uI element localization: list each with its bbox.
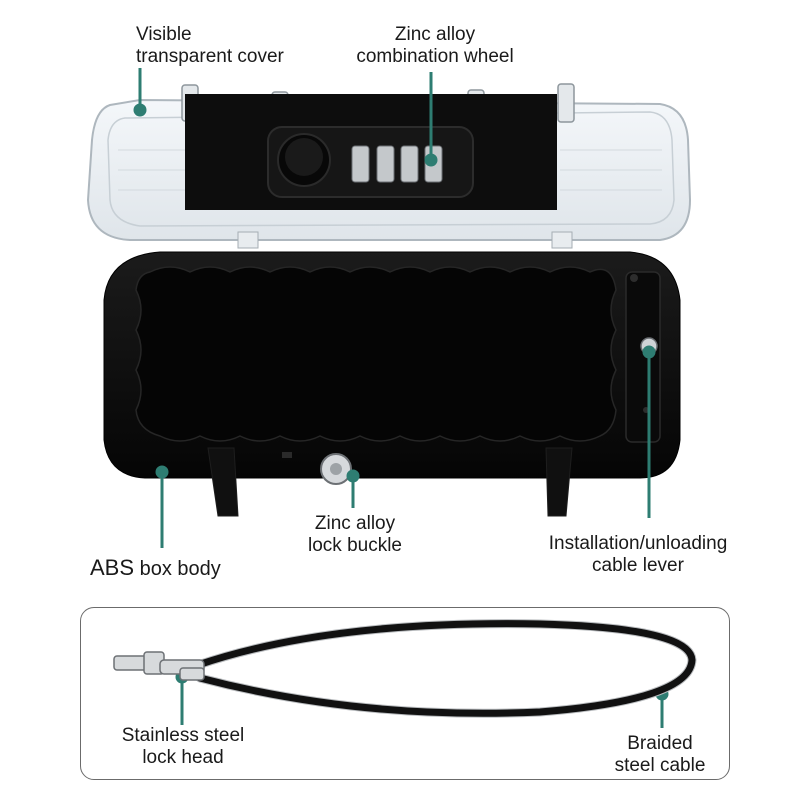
cable-panel bbox=[80, 607, 730, 780]
combination-lock-plate bbox=[185, 94, 557, 210]
braided-steel-cable bbox=[193, 619, 697, 718]
label-combination-wheel: Zinc alloy combination wheel bbox=[356, 24, 514, 67]
label-abs-box-body: ABS box body bbox=[90, 555, 221, 581]
leader-lines bbox=[133, 68, 669, 728]
label-transparent-cover: Visible transparent cover bbox=[136, 24, 284, 67]
combination-wheel bbox=[376, 145, 395, 183]
combination-wheel bbox=[351, 145, 370, 183]
label-lock-head: Stainless steel lock head bbox=[121, 725, 245, 768]
combination-wheel bbox=[400, 145, 419, 183]
stainless-lock-head bbox=[113, 651, 205, 681]
label-braided-cable: Braided steel cable bbox=[614, 733, 706, 776]
abs-box-body bbox=[103, 251, 681, 517]
label-cable-lever: Installation/unloading cable lever bbox=[548, 533, 728, 576]
label-lock-buckle: Zinc alloy lock buckle bbox=[308, 513, 402, 556]
